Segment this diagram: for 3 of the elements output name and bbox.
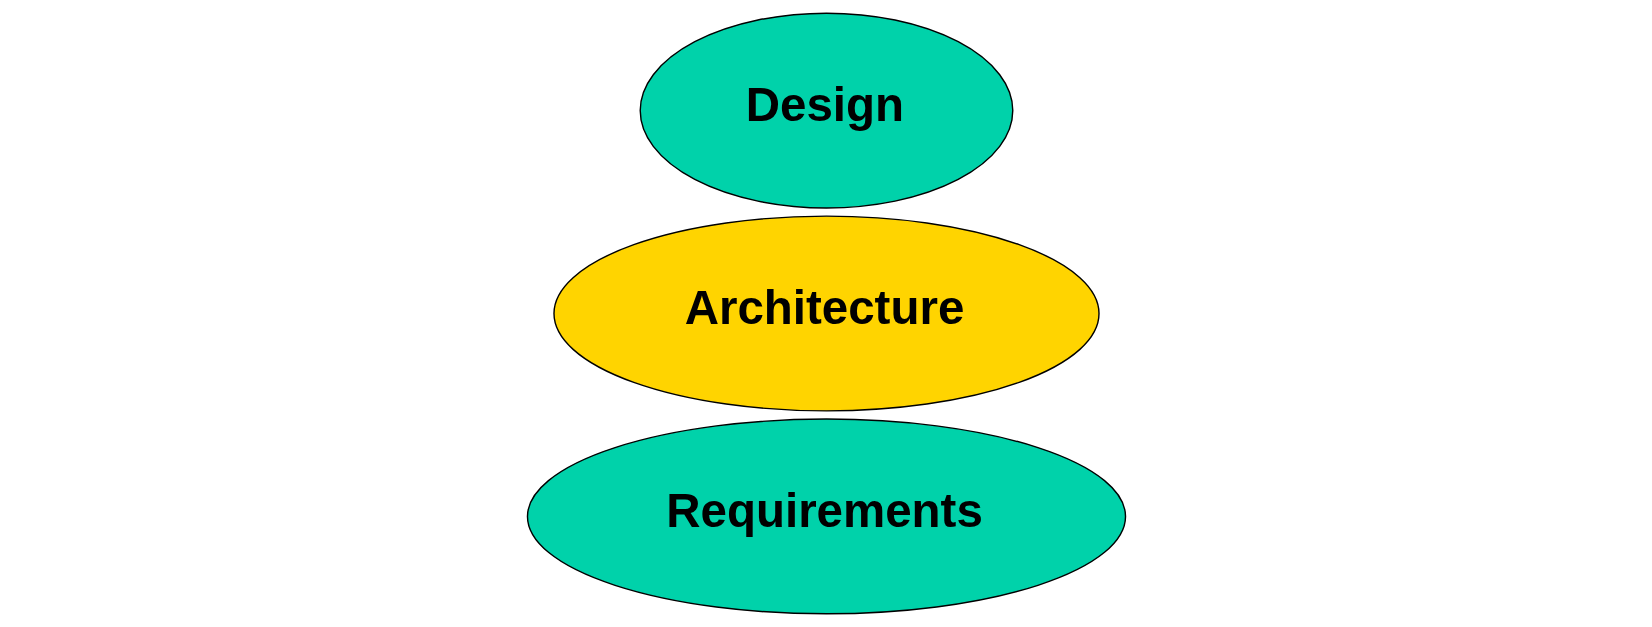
node-ellipse: Requirements — [526, 418, 1126, 615]
node-ellipse: Architecture — [552, 215, 1100, 412]
node-ellipse: Design — [639, 12, 1013, 209]
